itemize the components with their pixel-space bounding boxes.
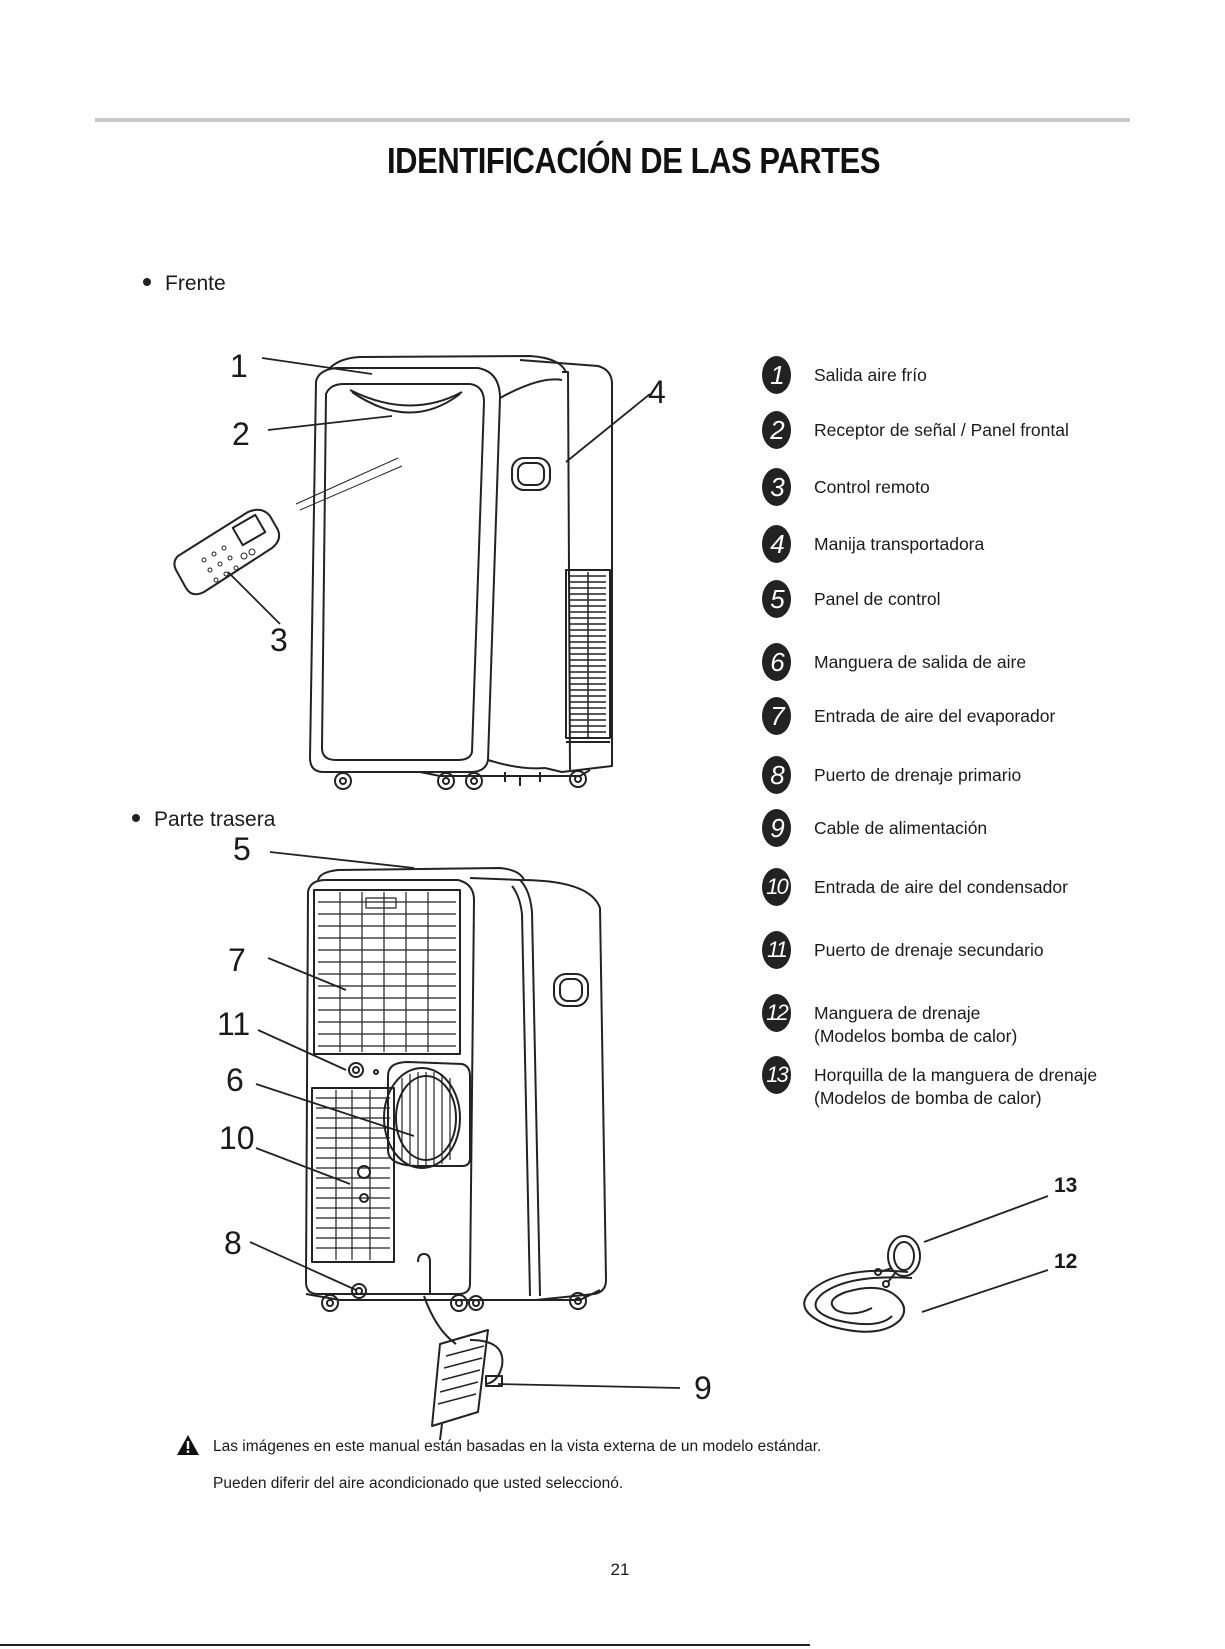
callout-13: 13	[1054, 1174, 1078, 1197]
warning-icon	[177, 1435, 199, 1455]
remote-control-illustration	[173, 508, 281, 596]
legend-number-badge: 8	[762, 756, 791, 794]
legend-text: Horquilla de la manguera de drenaje	[814, 1065, 1098, 1085]
section-back-label: Parte trasera	[132, 808, 275, 832]
legend-text: Panel de control	[814, 589, 941, 609]
front-unit-illustration	[309, 355, 613, 773]
bullet-icon	[132, 814, 140, 823]
exhaust-grille	[401, 1072, 451, 1166]
callout-3: 3	[270, 622, 288, 658]
legend-text: Salida aire frío	[814, 365, 927, 385]
power-cord-illustration	[423, 1295, 504, 1441]
callout-8: 8	[224, 1225, 242, 1261]
legend-text: Entrada de aire del evaporador	[814, 706, 1056, 726]
callout-5: 5	[233, 831, 251, 867]
legend-number-badge: 2	[762, 411, 791, 449]
callout-4: 4	[648, 374, 666, 410]
legend-number-badge: 1	[762, 356, 791, 394]
callout-10: 10	[219, 1120, 255, 1156]
section-front-label: Frente	[143, 272, 226, 296]
front-wheels	[334, 769, 591, 790]
legend-number-badge: 6	[762, 643, 791, 681]
legend-text: Puerto de drenaje secundario	[814, 940, 1044, 960]
accessory-leader-lines	[921, 1195, 1049, 1313]
back-leader-lines	[249, 851, 681, 1389]
back-unit-illustration	[305, 867, 607, 1301]
remote-buttons	[201, 545, 256, 583]
legend-text: Puerto de drenaje primario	[814, 765, 1022, 785]
back-lower-grille	[316, 1090, 390, 1260]
legend-text: Cable de alimentación	[814, 818, 988, 838]
legend-text: Entrada de aire del condensador	[814, 877, 1068, 897]
legend-text: Manguera de drenaje	[814, 1003, 981, 1023]
callout-6: 6	[226, 1062, 244, 1098]
legend-number-badge: 13	[762, 1056, 791, 1094]
callout-1: 1	[230, 348, 248, 384]
drain-hose-illustration	[803, 1269, 913, 1333]
page-number: 21	[610, 1560, 630, 1579]
callout-7: 7	[228, 942, 246, 978]
legend-text: Control remoto	[814, 477, 930, 497]
callout-11: 11	[217, 1006, 251, 1042]
note-line-1: Las imágenes en este manual están basada…	[213, 1438, 822, 1455]
front-leader-lines	[227, 357, 651, 625]
callout-12: 12	[1054, 1250, 1078, 1273]
legend-text: Receptor de señal / Panel frontal	[814, 420, 1069, 440]
legend-text-secondary: (Modelos bomba de calor)	[814, 1026, 1018, 1046]
legend-text: Manija transportadora	[814, 534, 985, 554]
hose-clamp-illustration	[874, 1235, 921, 1288]
legend-number-badge: 3	[762, 468, 791, 506]
legend-number-badge: 4	[762, 525, 791, 563]
front-side-grille	[570, 572, 606, 738]
legend-number-badge: 12	[762, 994, 791, 1032]
legend-number-badge: 10	[762, 868, 791, 906]
legend-number-badge: 5	[762, 580, 791, 618]
remote-signal-lines	[295, 457, 403, 511]
header-rule	[95, 118, 1130, 122]
page-title: IDENTIFICACIÓN DE LAS PARTES	[386, 140, 881, 181]
callout-9: 9	[694, 1370, 712, 1406]
legend-text: Manguera de salida de aire	[814, 652, 1027, 672]
legend-number-badge: 11	[762, 931, 791, 969]
footer-rule	[0, 1644, 810, 1646]
back-wheels	[305, 1289, 601, 1312]
back-upper-grille	[318, 892, 456, 1052]
legend-text-secondary: (Modelos de bomba de calor)	[814, 1088, 1042, 1108]
note-line-2: Pueden diferir del aire acondicionado qu…	[213, 1475, 624, 1492]
callout-2: 2	[232, 416, 250, 452]
legend-number-badge: 9	[762, 809, 791, 847]
bullet-icon	[143, 278, 151, 287]
legend-number-badge: 7	[762, 697, 791, 735]
